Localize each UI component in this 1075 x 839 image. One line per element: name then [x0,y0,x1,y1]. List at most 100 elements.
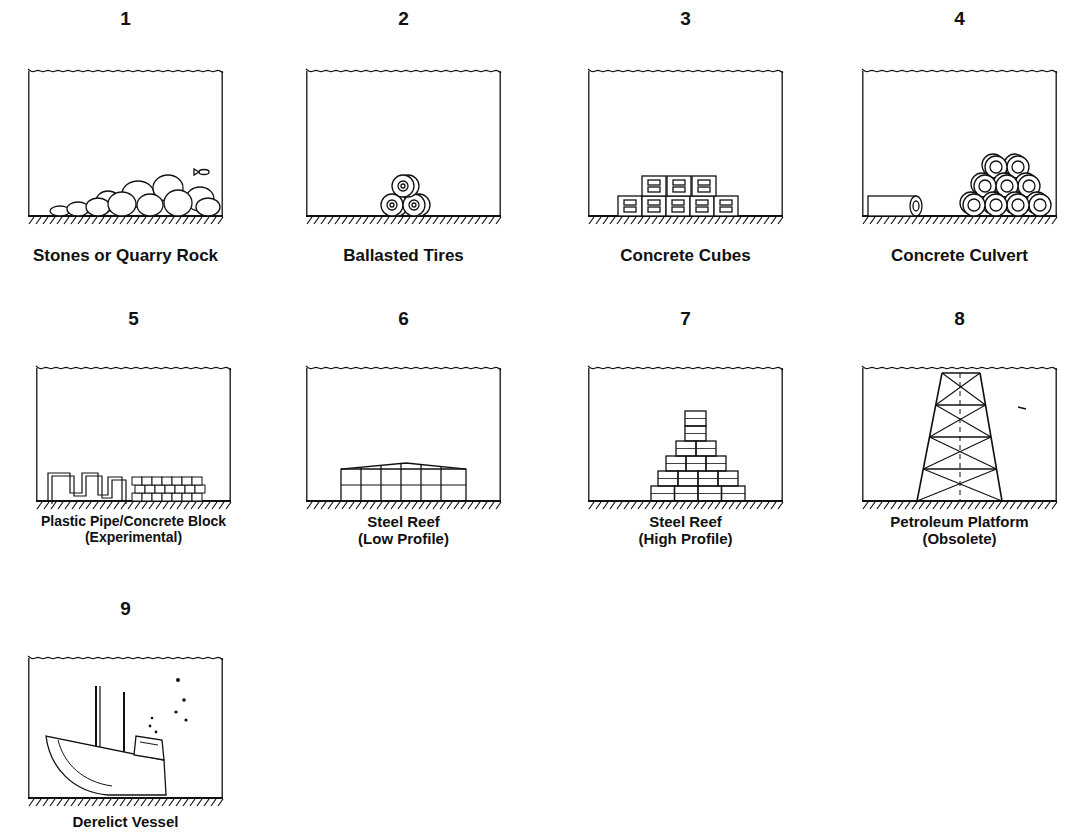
floor-hatch [596,502,601,509]
floor-hatch [426,502,431,509]
floor-hatch [205,502,210,509]
culvert-pipe [979,180,991,192]
steel-module [678,471,698,486]
concrete-block [182,477,192,485]
floor-hatch [870,502,875,509]
panel-caption: Ballasted Tires [291,246,516,266]
floor-hatch [370,217,375,224]
fish [194,169,199,175]
floor-hatch [349,502,354,509]
floor-hatch [384,217,389,224]
floor-hatch [589,217,594,224]
reef-panel: 3Concrete Cubes [573,6,798,266]
panel-wall [28,658,29,798]
reef-panel: 9Derelict Vessel [13,596,238,831]
cube-opening [648,187,660,192]
floor-hatch [954,502,959,509]
panel-wall [588,368,589,501]
plastic-pipe [48,473,122,501]
concrete-block [192,493,202,501]
floor-hatch [71,799,76,806]
floor-hatch [349,217,354,224]
floor-hatch [652,502,657,509]
floor-hatch [447,502,452,509]
floor-hatch [212,502,217,509]
panel-wall [1056,368,1057,501]
floor-hatch [482,217,487,224]
floor-hatch [78,799,83,806]
floor-hatch [342,502,347,509]
floor-hatch [335,217,340,224]
floor-hatch [968,502,973,509]
floor-hatch [1017,217,1022,224]
floor-hatch [377,502,382,509]
tire [381,194,403,216]
steel-module [678,478,698,479]
floor-hatch [1038,217,1043,224]
floor-hatch [405,217,410,224]
panel-wall [28,71,29,216]
floor-hatch [120,799,125,806]
floor-hatch [687,217,692,224]
floor-hatch [99,799,104,806]
panel-wall [222,71,223,216]
steel-module [658,471,678,486]
floor-hatch [610,502,615,509]
panel-caption: Steel Reef (Low Profile) [354,513,454,548]
floor-hatch [475,217,480,224]
steel-frame [400,463,401,501]
panel-illustration [28,653,223,808]
steel-module [685,418,706,419]
floor-hatch [363,217,368,224]
steel-module [676,441,696,456]
floor-hatch [996,502,1001,509]
panel-illustration [36,363,231,511]
floor-hatch [638,502,643,509]
floor-hatch [78,217,83,224]
floor-hatch [43,217,48,224]
reef-panel: 8Petroleum Platform (Obsolete) [847,306,1072,548]
bubble [176,678,180,682]
panel-illustration [588,363,783,511]
concrete-cube [714,196,738,216]
panel-illustration [862,66,1057,226]
floor-hatch [701,217,706,224]
culvert-pipe [1007,194,1029,216]
steel-module [676,448,696,449]
water-surface [862,69,1057,73]
panel-illustration [588,66,783,226]
concrete-block [132,477,142,485]
concrete-block [185,485,195,493]
fish [199,170,209,175]
floor-hatch [743,502,748,509]
steel-module [675,486,699,501]
floor-hatch [659,502,664,509]
floor-hatch [947,502,952,509]
floor-hatch [190,217,195,224]
culvert-pipe [913,201,919,211]
floor-hatch [764,502,769,509]
concrete-block [165,485,175,493]
concrete-block [175,485,185,493]
platform-brace [923,468,996,469]
floor-hatch [475,502,480,509]
steel-frame [341,485,466,486]
floor-hatch [863,502,868,509]
floor-hatch [877,502,882,509]
floor-hatch [64,799,69,806]
floor-hatch [183,799,188,806]
floor-hatch [128,502,133,509]
floor-hatch [321,217,326,224]
water-surface [306,366,501,370]
concrete-block [152,477,162,485]
floor-hatch [36,799,41,806]
floor-hatch [419,502,424,509]
floor-hatch [905,502,910,509]
floor-hatch [134,799,139,806]
floor-hatch [113,217,118,224]
steel-frame [380,465,381,501]
floor-hatch [982,502,987,509]
steel-module [666,456,686,471]
panel-wall [782,71,783,216]
reef-panel: 1Stones or Quarry Rock [13,6,238,266]
